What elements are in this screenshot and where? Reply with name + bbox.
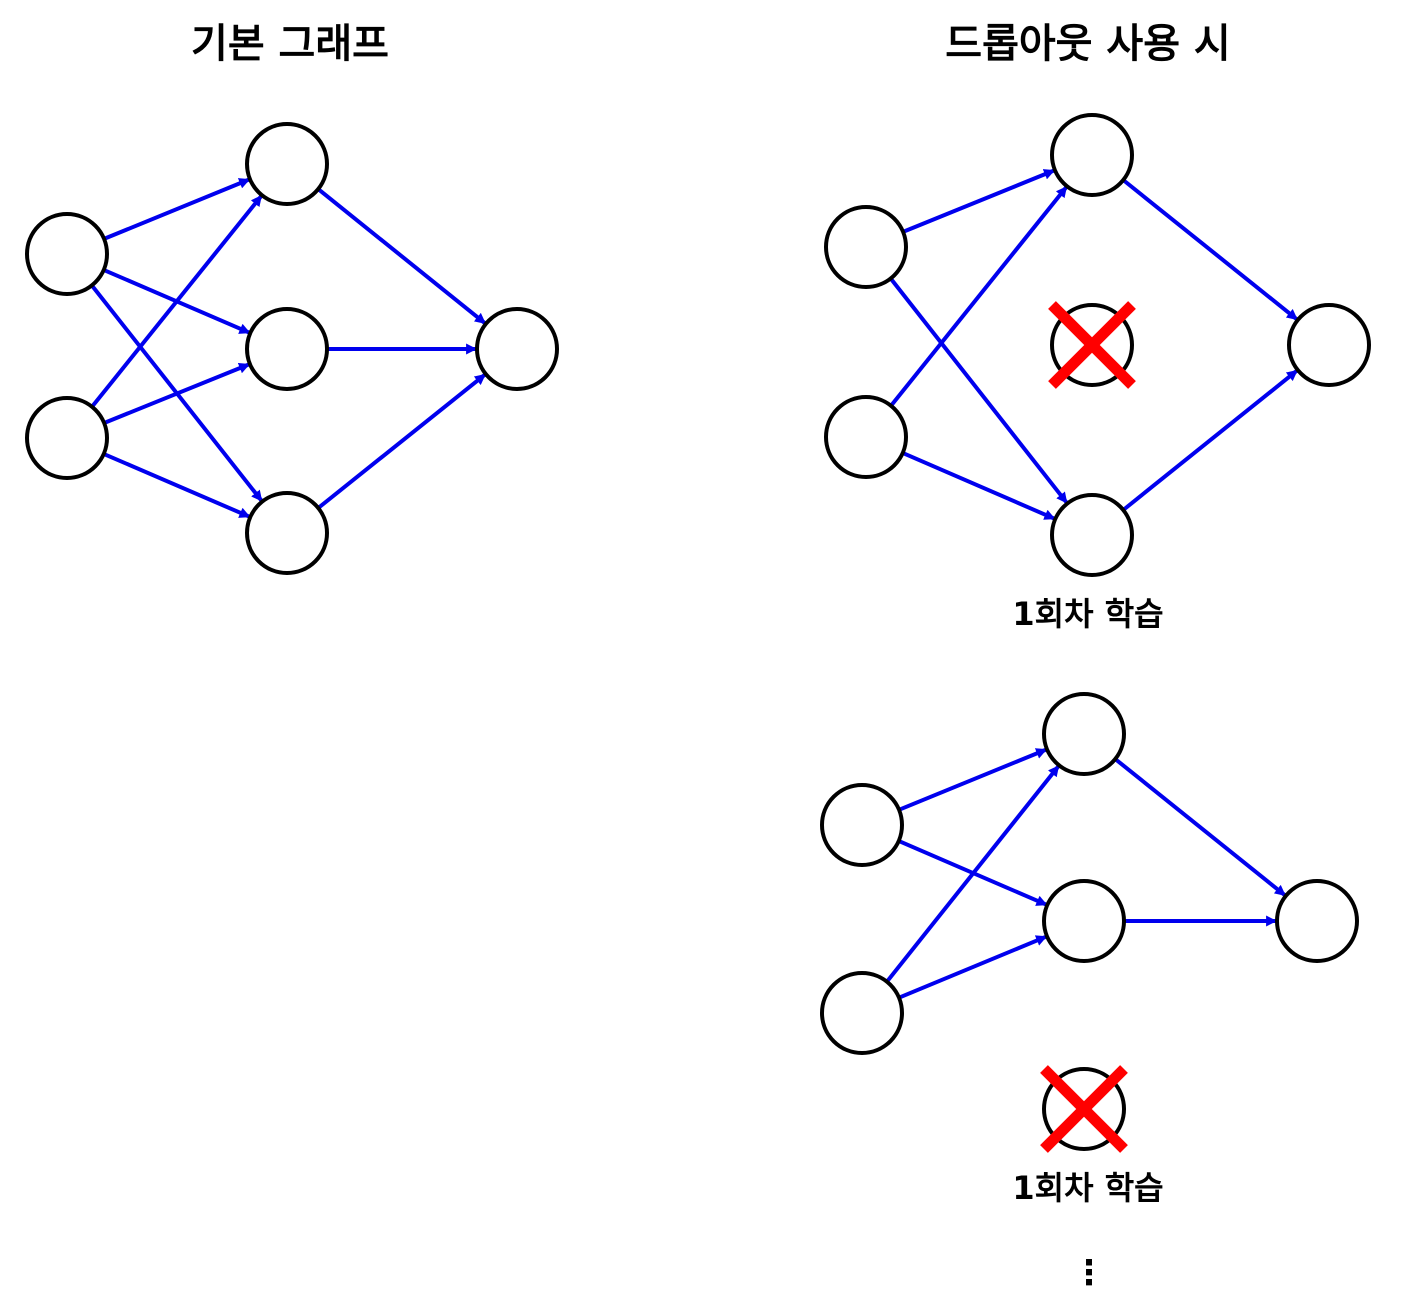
dropped-x-mark-icon (1040, 1065, 1128, 1153)
edge-hidden-1-to-output-1 (316, 187, 487, 325)
node-input-2 (25, 396, 109, 480)
node-input-1 (820, 783, 904, 867)
edge-input-2-to-hidden-1 (90, 194, 263, 409)
edge-input-2-to-hidden-3 (901, 451, 1056, 521)
dropout-graph-title: 드롭아웃 사용 시 (945, 21, 1231, 67)
basic-graph (25, 122, 559, 575)
node-hidden-2 (245, 307, 329, 391)
dropout-round-1-graph (824, 113, 1371, 577)
edge-hidden-3-to-output-1 (1121, 369, 1299, 512)
basic-graph-title: 기본 그래프 (191, 21, 389, 67)
dropout-round-1-caption: 1회차 학습 (1012, 595, 1164, 633)
node-output-1 (1287, 303, 1371, 387)
node-output-1 (475, 307, 559, 391)
node-output-1 (1275, 879, 1359, 963)
edge-input-2-to-hidden-2 (103, 362, 251, 425)
node-hidden-1 (1050, 113, 1134, 197)
node-hidden-2 (1042, 879, 1126, 963)
edge-input-2-to-hidden-1 (889, 185, 1068, 408)
continuation-ellipsis: ⋮ (1072, 1253, 1106, 1293)
edge-input-1-to-hidden-3 (889, 277, 1069, 504)
edge-input-2-to-hidden-3 (102, 452, 251, 519)
node-input-1 (25, 212, 109, 296)
dropped-x-mark-icon (1048, 301, 1136, 389)
edge-hidden-3-to-output-1 (316, 373, 487, 510)
dropout-round-2-graph (820, 692, 1359, 1153)
node-input-1 (824, 205, 908, 289)
edge-hidden-1-to-output-1 (1121, 178, 1299, 321)
node-input-2 (824, 395, 908, 479)
edge-hidden-1-to-output-1 (1113, 757, 1287, 897)
edge-input-1-to-hidden-1 (103, 177, 251, 241)
node-hidden-3 (1050, 493, 1134, 577)
node-input-2 (820, 971, 904, 1055)
node-hidden-1 (1042, 692, 1126, 776)
edge-input-2-to-hidden-2 (898, 934, 1048, 1000)
node-hidden-1 (245, 122, 329, 206)
edge-input-2-to-hidden-1 (885, 764, 1061, 983)
edge-input-1-to-hidden-1 (898, 747, 1048, 812)
dropout-round-2-caption: 1회차 학습 (1012, 1169, 1164, 1207)
edge-input-1-to-hidden-1 (902, 168, 1056, 234)
node-hidden-3 (245, 491, 329, 575)
